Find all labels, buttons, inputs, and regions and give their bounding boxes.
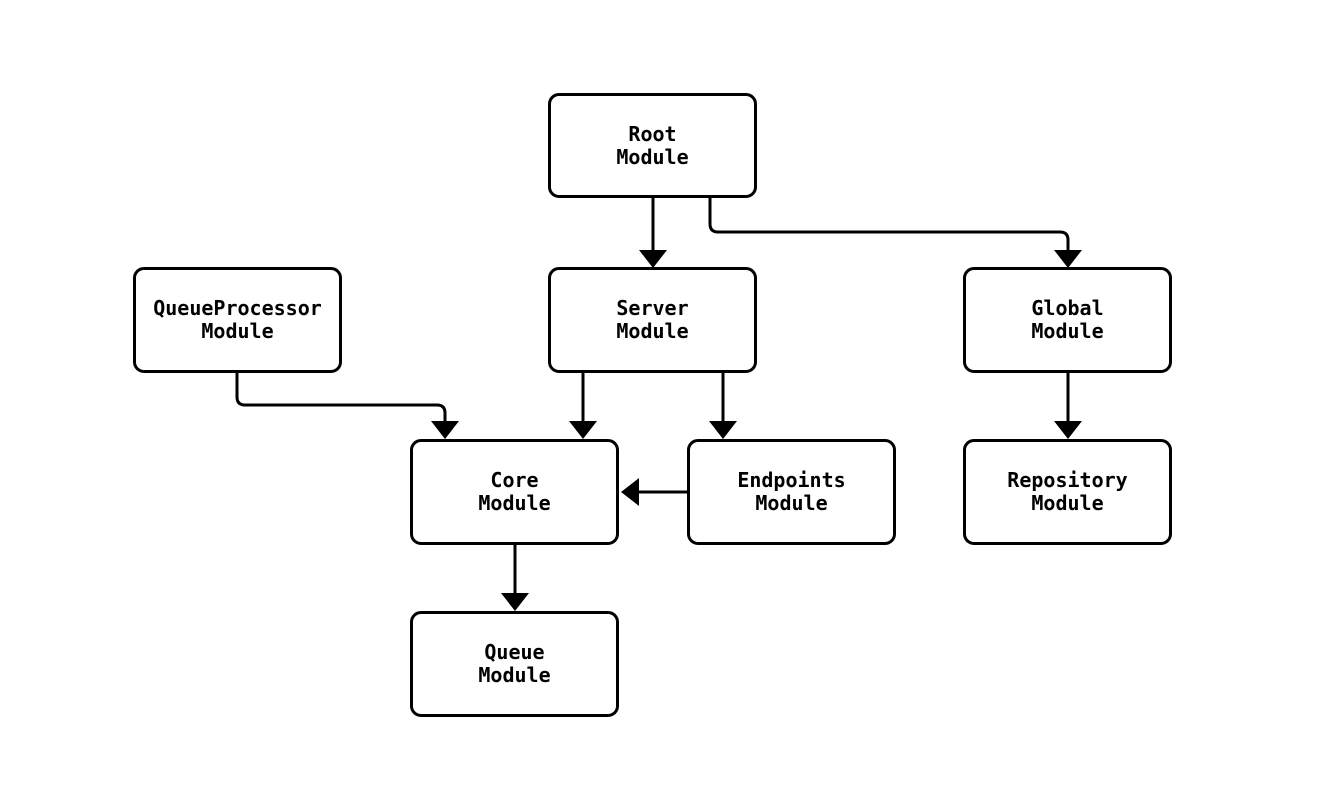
node-global-module: Global Module — [963, 267, 1172, 373]
node-queue-module: Queue Module — [410, 611, 619, 717]
node-root-module: Root Module — [548, 93, 757, 198]
edge-server-to-endpoints — [709, 373, 737, 439]
edge-root-to-global — [708, 198, 1082, 268]
node-server-module: Server Module — [548, 267, 757, 373]
edge-core-to-queue — [501, 545, 529, 611]
node-core-module: Core Module — [410, 439, 619, 545]
edge-global-to-repository — [1054, 373, 1082, 439]
node-endpoints-module: Endpoints Module — [687, 439, 896, 545]
node-queueprocessor-module: QueueProcessor Module — [133, 267, 342, 373]
edge-root-to-server — [639, 198, 667, 268]
edge-server-to-core — [569, 373, 597, 439]
node-repository-module: Repository Module — [963, 439, 1172, 545]
edge-queueprocessor-to-core — [235, 373, 459, 439]
edge-endpoints-to-core — [621, 478, 687, 506]
